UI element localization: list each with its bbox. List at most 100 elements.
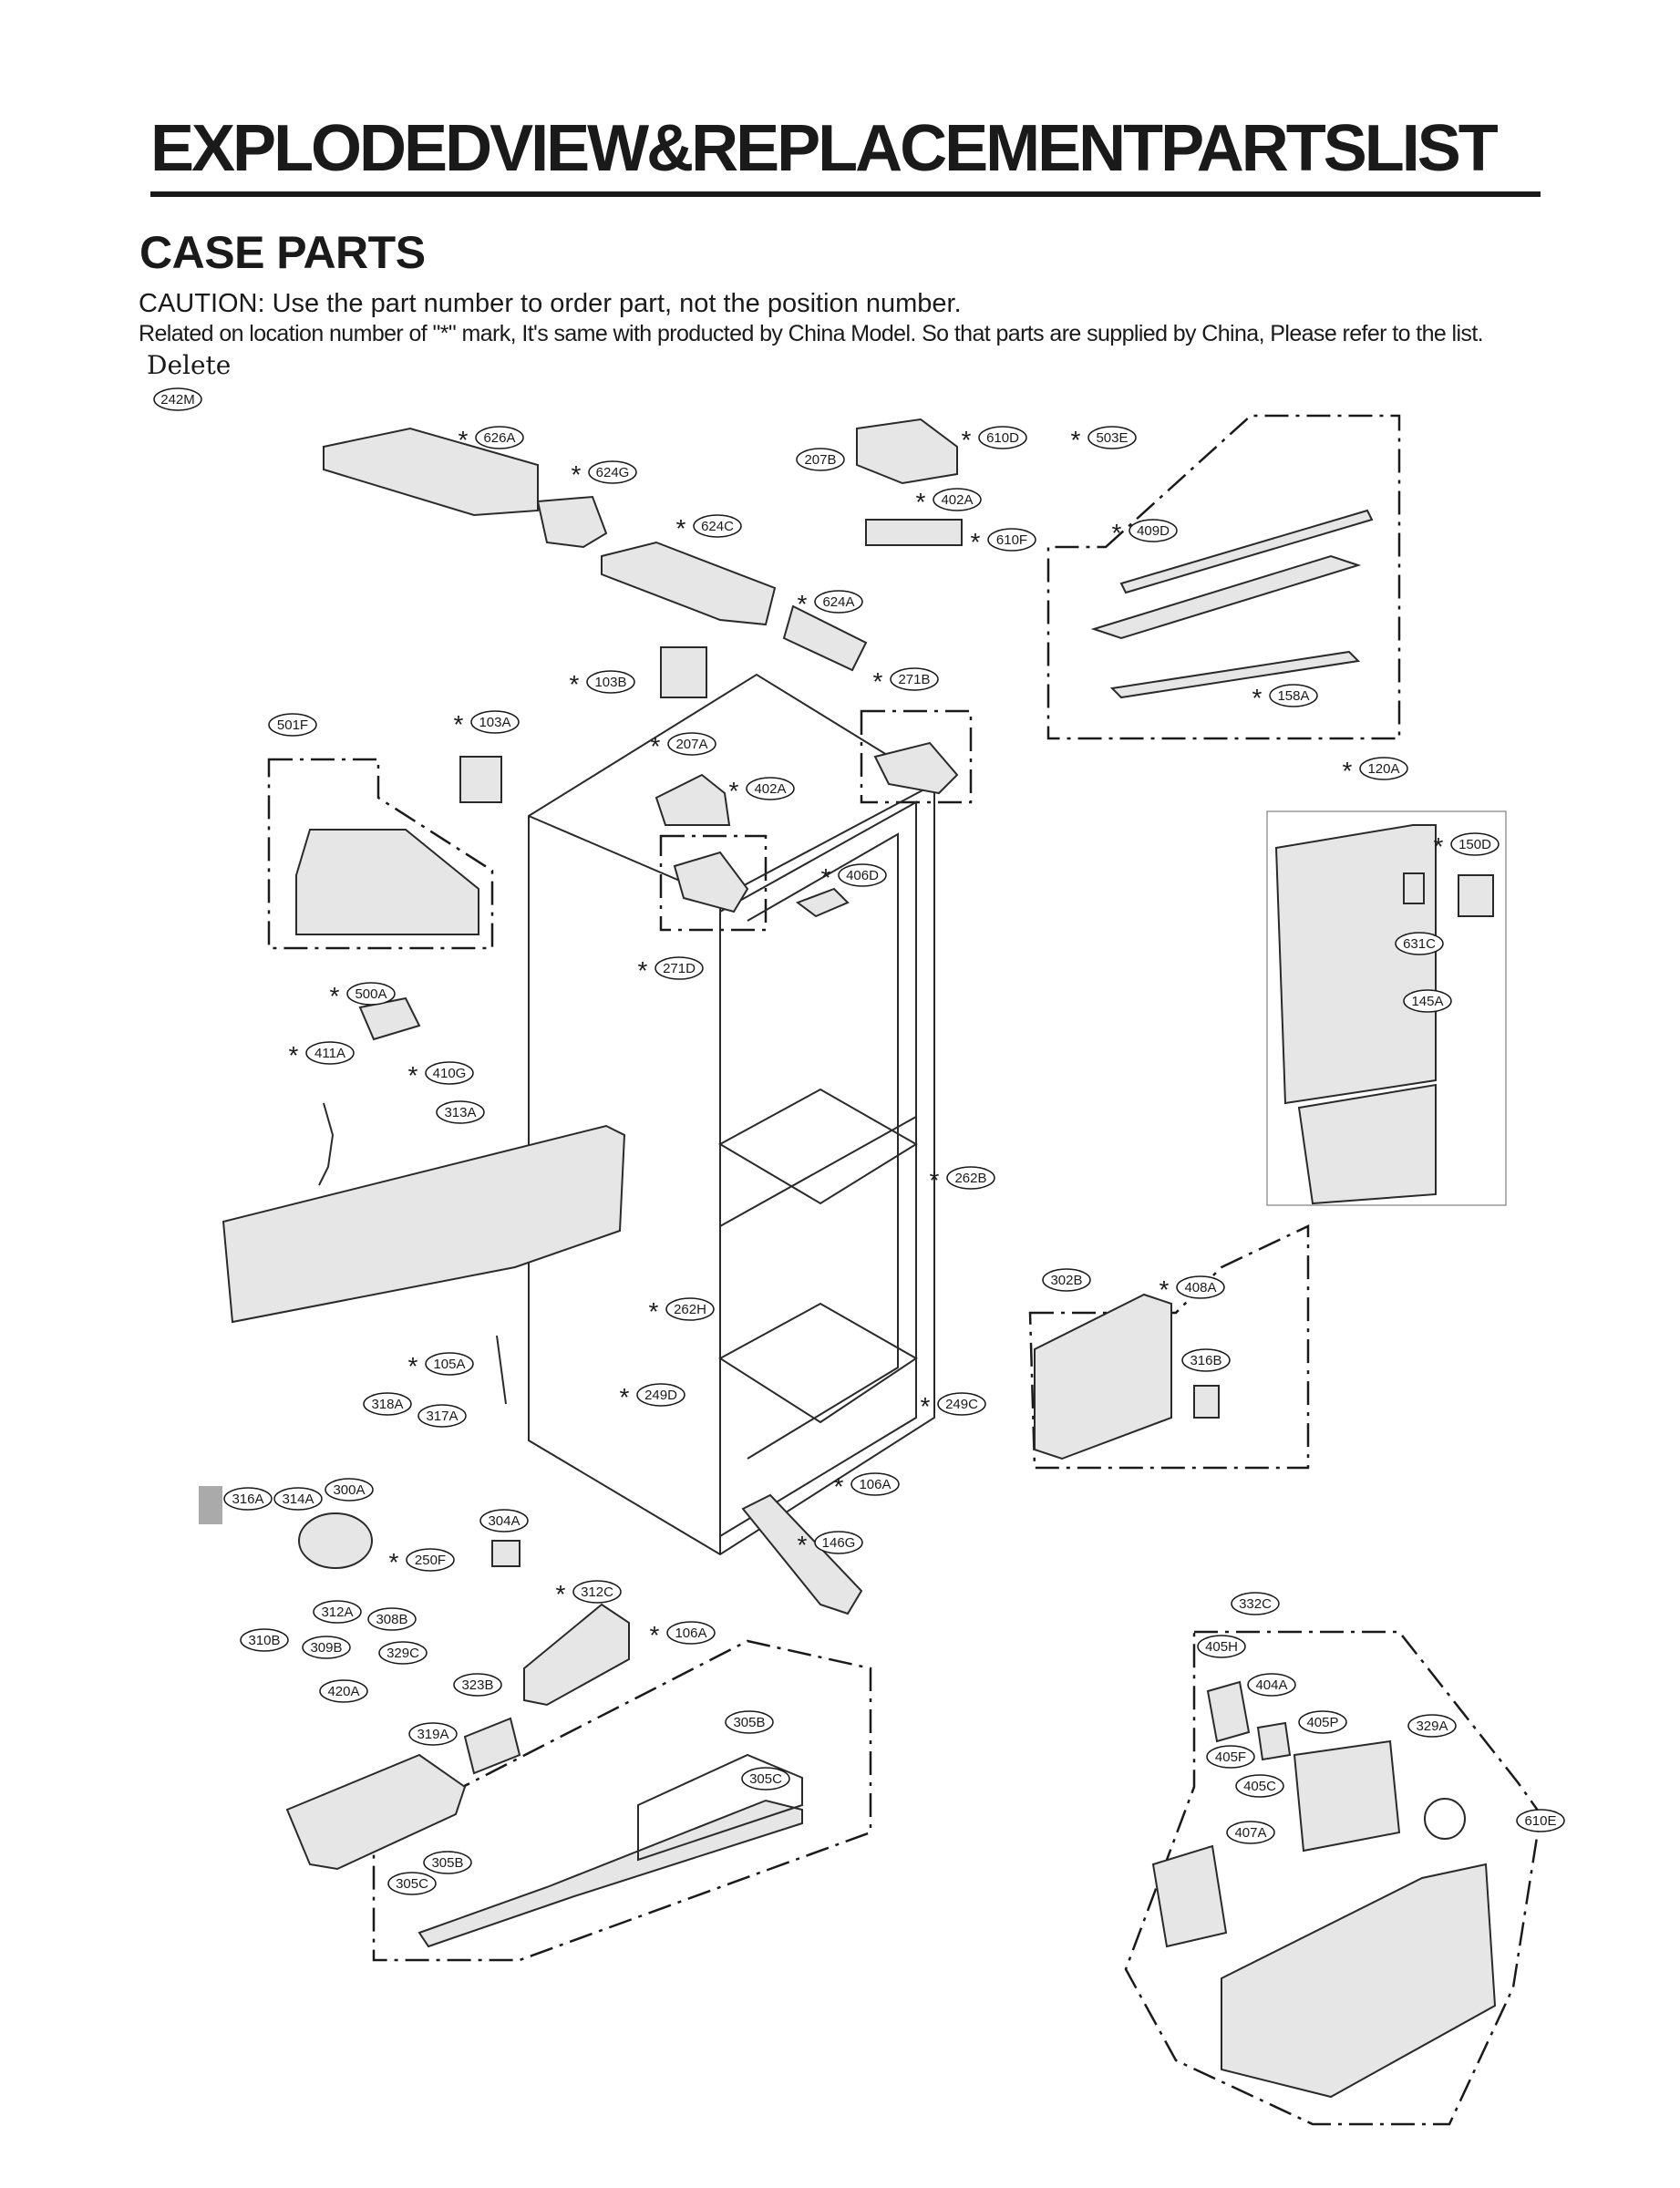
china-star-mark: * [873,667,883,696]
china-star-mark: * [389,1548,399,1576]
callout-249d: 249D* [620,1383,685,1411]
callout-500a: 500A * [330,982,396,1010]
part-207a-drawing [654,773,731,826]
china-star-mark: * [638,956,648,985]
callout-oval [814,590,863,614]
callout-406d: 406D* [821,863,887,892]
callout-405c: 405C [1235,1774,1284,1798]
callout-420a: 420A [319,1679,368,1703]
group-outline-302b [1028,1224,1310,1470]
part-158a-drawing [1109,650,1361,699]
part-313a-drawing [222,1124,626,1324]
part-624c-drawing [601,541,777,626]
callout-oval [1206,1745,1255,1769]
part-404a-drawing [1256,1721,1292,1761]
part-120a-housing [1297,1083,1437,1205]
callout-305b: 305B [725,1710,774,1734]
china-star-mark: * [916,488,926,516]
part-base-frame [637,1753,803,1862]
china-star-mark: * [570,670,580,698]
callout-text: 150D [1458,837,1491,852]
callout-402a: 402A * [916,488,982,516]
callout-501f: 501F [268,713,317,737]
caution-note: CAUTION: Use the part number to order pa… [139,289,962,318]
callout-oval [654,956,704,980]
callout-oval [937,1392,986,1416]
callout-105a: 105A* [408,1352,474,1380]
callout-text: 271D [663,961,696,976]
callout-text: 262H [674,1302,706,1317]
callout-oval [475,426,524,449]
part-407a-drawing [1151,1844,1228,1948]
callout-250f: 250F* [389,1548,455,1576]
callout-text: 249C [945,1397,978,1412]
callout-103a: 103A* [454,710,520,738]
china-star-mark: * [556,1580,566,1608]
callout-text: 407A [1234,1825,1266,1841]
callout-text: 316A [232,1491,263,1507]
part-271b-drawing [873,741,959,795]
group-outline-271d [659,834,768,932]
china-star-mark: * [1252,684,1263,712]
callout-text: 500A [355,986,387,1002]
china-star-mark: * [408,1061,418,1089]
callout-oval [1176,1275,1225,1299]
callout-oval [387,1872,437,1895]
callout-312a: 312A [313,1600,362,1624]
callout-oval [408,1722,458,1746]
callout-319a: 319A [408,1722,458,1746]
callout-oval [268,713,317,737]
china-star-mark: * [330,982,340,1010]
callout-text: 406D [846,868,879,883]
callout-oval [423,1851,472,1874]
callout-262b: 262B* [930,1166,995,1194]
part-300a-drawing [298,1512,373,1569]
section-title: CASE PARTS [139,227,426,278]
callout-text: 408A [1184,1280,1216,1295]
callout-text: 314A [282,1491,314,1507]
callout-text: 302B [1050,1273,1082,1288]
callout-oval [406,1548,455,1572]
part-150d-drawing [1458,874,1494,917]
callout-oval [741,1767,790,1791]
part-271d-drawing [673,851,749,913]
callout-oval [746,777,795,800]
callout-oval [796,448,845,471]
china-star-mark: * [798,590,808,618]
callout-oval [1181,1348,1231,1372]
callout-409d: 409D* [1112,519,1178,547]
china-star-mark: * [1160,1275,1170,1304]
callout-text: 402A [941,492,973,508]
callout-text: 404A [1255,1677,1287,1693]
callout-oval [588,460,637,484]
callout-text: 300A [333,1482,365,1498]
callout-text: 308B [376,1612,407,1627]
callout-text: 329C [387,1646,419,1661]
cabinet-opening [719,800,917,1538]
callout-oval [1403,989,1452,1013]
page-title: EXPLODEDVIEW&REPLACEMENTPARTSLIST [150,112,1499,185]
part-103a-drawing [459,756,502,803]
part-316b-drawing [1193,1385,1220,1419]
callout-oval [1129,519,1178,542]
callout-text: 305C [749,1771,782,1787]
part-626a-drawing [323,427,539,517]
callout-text: 409D [1137,523,1170,539]
callout-207a: 207A* [651,732,716,760]
part-207b-drawing [856,418,958,485]
callout-oval [1231,1592,1280,1615]
callout-626a: 626A* [459,426,524,454]
china-star-mark: * [962,426,972,454]
callout-411a: 411A* [289,1041,355,1069]
callout-oval [1226,1821,1275,1844]
callout-text: 145A [1411,994,1443,1009]
china-star-mark: * [572,460,582,489]
callout-318a: 318A [363,1392,412,1416]
part-312c-drawing [523,1603,630,1707]
callout-309b: 309B [302,1636,351,1659]
callout-text: 631C [1403,936,1436,952]
callout-oval [425,1352,474,1376]
part-329a-drawing [1424,1798,1466,1840]
callout-text: 323B [461,1677,493,1693]
